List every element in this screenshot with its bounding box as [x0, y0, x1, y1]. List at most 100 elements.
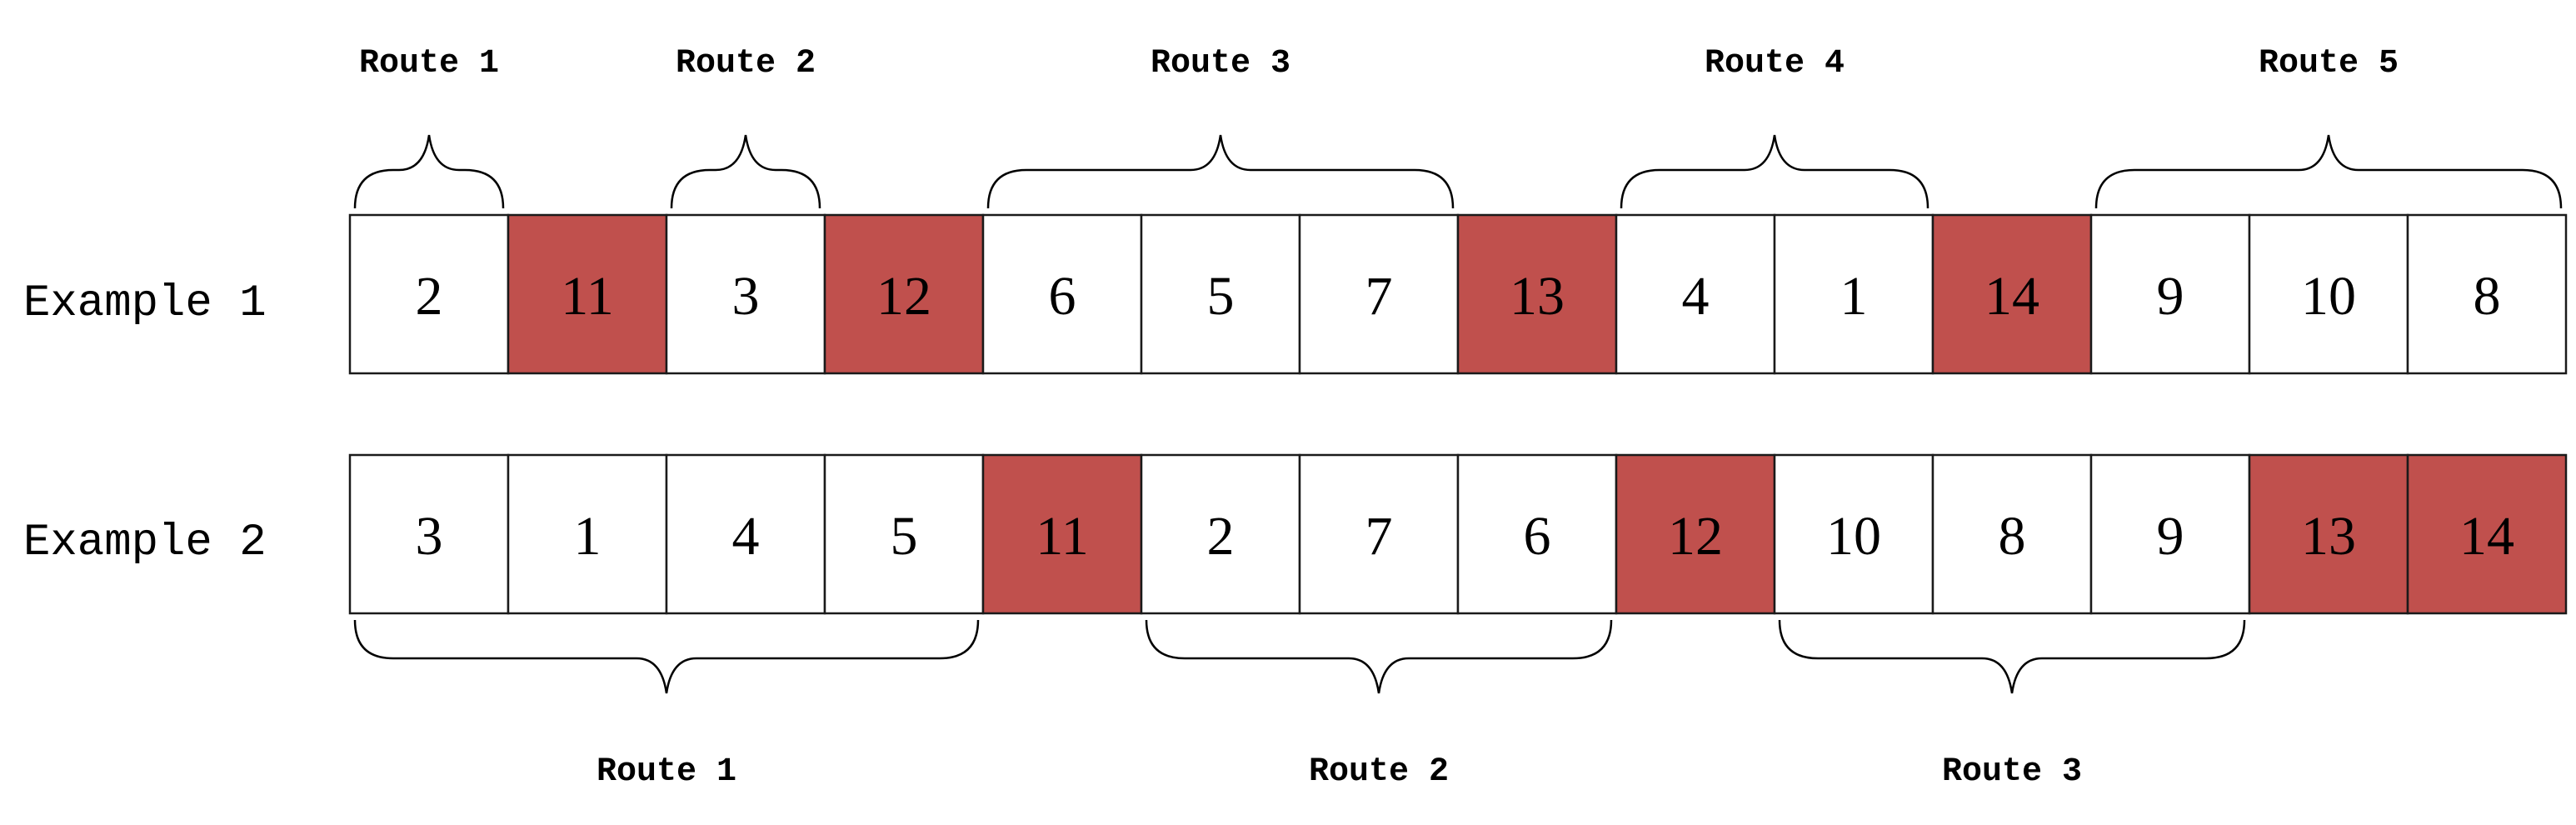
- route-label: Route 1: [597, 753, 736, 791]
- cell-value: 5: [1207, 266, 1235, 327]
- cell: 2: [348, 213, 510, 375]
- route-brace-group: Route 5: [2094, 45, 2563, 209]
- route-label: Route 2: [676, 45, 816, 82]
- route-brace-group: Route 4: [1620, 45, 1930, 209]
- customer-cell-box: [2406, 213, 2568, 375]
- route-label: Route 5: [2259, 45, 2399, 82]
- depot-cell-box: [2406, 453, 2568, 615]
- cell: 5: [823, 453, 985, 615]
- cell-value: 8: [2474, 266, 2501, 327]
- cell: 10: [2248, 213, 2409, 375]
- route-brace-group: Route 1: [353, 619, 980, 791]
- cell-value: 1: [574, 506, 602, 567]
- cell: 3: [348, 453, 510, 615]
- customer-cell-box: [2248, 213, 2409, 375]
- route-brace-group: Route 2: [1145, 619, 1613, 791]
- customer-cell-box: [507, 453, 668, 615]
- customer-cell-box: [1931, 453, 2093, 615]
- route-brace: [353, 134, 505, 209]
- customer-cell-box: [1298, 213, 1460, 375]
- cell: 7: [1298, 453, 1460, 615]
- customer-cell-box: [1456, 453, 1618, 615]
- cell: 6: [1456, 453, 1618, 615]
- cell-value: 14: [2459, 506, 2514, 567]
- cell-value: 11: [561, 266, 614, 327]
- cell: 10: [1773, 453, 1934, 615]
- cell-value: 14: [1984, 266, 2039, 327]
- cell-value: 6: [1524, 506, 1551, 567]
- cell: 12: [1615, 453, 1776, 615]
- cell-value: 4: [1682, 266, 1710, 327]
- cell: 1: [507, 453, 668, 615]
- route-brace-group: Route 1: [353, 45, 505, 209]
- cell-value: 8: [1999, 506, 2026, 567]
- customer-cell-box: [1773, 213, 1934, 375]
- route-label: Route 3: [1151, 45, 1290, 82]
- depot-cell-box: [1456, 213, 1618, 375]
- route-brace: [986, 134, 1455, 209]
- cell: 11: [507, 213, 668, 375]
- route-label: Route 3: [1942, 753, 2082, 791]
- cell: 3: [665, 213, 826, 375]
- route-label: Route 2: [1309, 753, 1449, 791]
- route-brace-group: Route 2: [670, 45, 821, 209]
- cell-value: 10: [1826, 506, 1881, 567]
- cell-value: 5: [891, 506, 918, 567]
- depot-cell-box: [507, 213, 668, 375]
- route-label: Route 4: [1705, 45, 1845, 82]
- route-brace: [670, 134, 821, 209]
- cell-value: 9: [2157, 506, 2184, 567]
- cell-value: 13: [1510, 266, 1565, 327]
- cell: 9: [2089, 453, 2251, 615]
- cell-value: 1: [1840, 266, 1868, 327]
- cell-value: 10: [2301, 266, 2356, 327]
- cell-value: 2: [416, 266, 443, 327]
- example-2-routes: Route 1 Route 2 Route 3: [353, 619, 2246, 791]
- cell: 11: [981, 453, 1143, 615]
- cell: 8: [2406, 213, 2568, 375]
- customer-cell-box: [348, 213, 510, 375]
- cell: 14: [1931, 213, 2093, 375]
- cell: 13: [2248, 453, 2409, 615]
- customer-cell-box: [823, 453, 985, 615]
- cell-value: 12: [1668, 506, 1723, 567]
- cell-value: 3: [732, 266, 760, 327]
- cell: 2: [1140, 453, 1301, 615]
- customer-cell-box: [665, 213, 826, 375]
- example-1-routes: Route 1 Route 2 Route 3 Route 4 Route 5: [353, 45, 2563, 209]
- example-2-label: Example 2: [23, 518, 267, 568]
- cell: 9: [2089, 213, 2251, 375]
- cell-value: 7: [1365, 506, 1393, 567]
- depot-cell-box: [981, 453, 1143, 615]
- cell-value: 12: [876, 266, 931, 327]
- cell: 6: [981, 213, 1143, 375]
- customer-cell-box: [2089, 213, 2251, 375]
- depot-cell-box: [823, 213, 985, 375]
- route-brace: [1620, 134, 1930, 209]
- cell-value: 11: [1036, 506, 1089, 567]
- route-brace: [353, 619, 980, 694]
- cell: 12: [823, 213, 985, 375]
- route-brace: [1778, 619, 2246, 694]
- depot-cell-box: [1615, 453, 1776, 615]
- cell-value: 9: [2157, 266, 2184, 327]
- cell-value: 2: [1207, 506, 1235, 567]
- cell: 8: [1931, 453, 2093, 615]
- customer-cell-box: [1298, 453, 1460, 615]
- customer-cell-box: [1140, 453, 1301, 615]
- cell-value: 4: [732, 506, 760, 567]
- cell-value: 6: [1049, 266, 1076, 327]
- route-brace: [1145, 619, 1613, 694]
- cell-value: 3: [416, 506, 443, 567]
- cell: 14: [2406, 453, 2568, 615]
- route-brace-group: Route 3: [1778, 619, 2246, 791]
- cell: 4: [665, 453, 826, 615]
- depot-cell-box: [2248, 453, 2409, 615]
- cell: 5: [1140, 213, 1301, 375]
- customer-cell-box: [981, 213, 1143, 375]
